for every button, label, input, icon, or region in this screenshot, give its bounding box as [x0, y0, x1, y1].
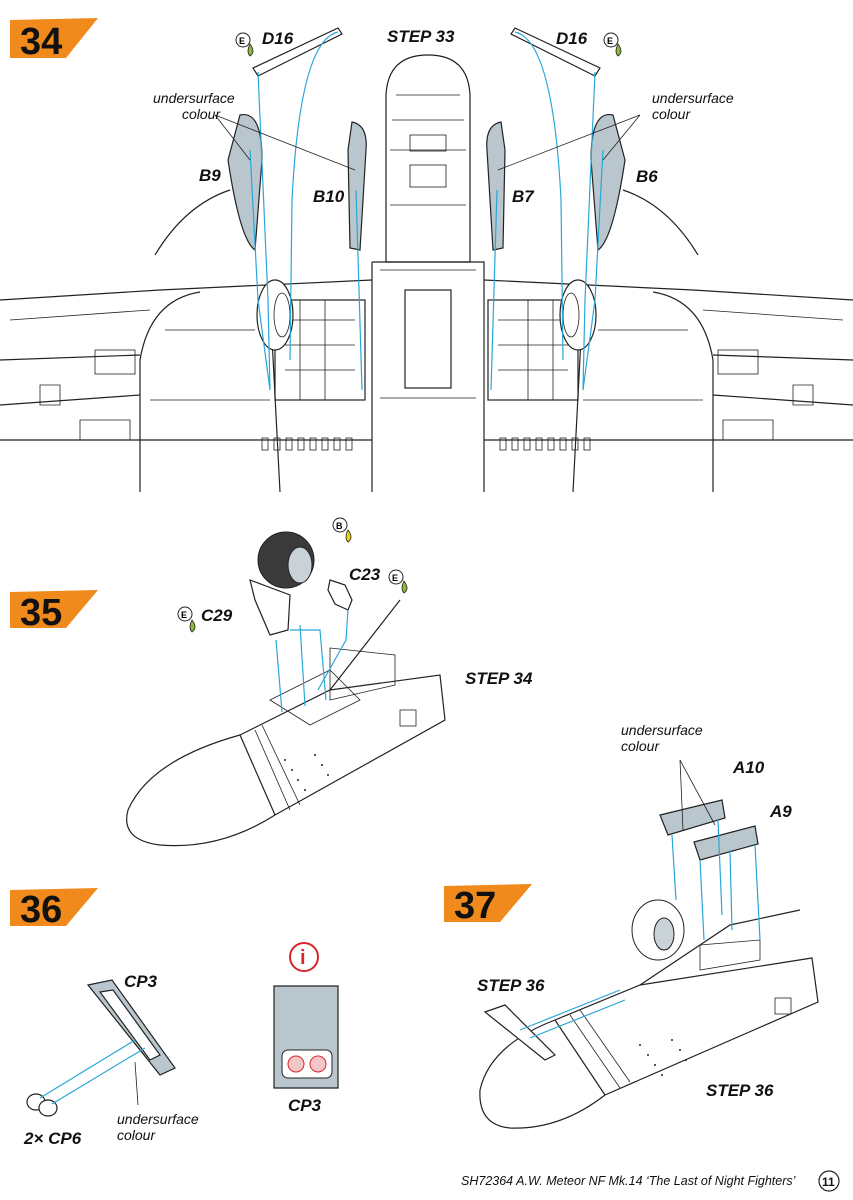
page-number: 11 [822, 1175, 835, 1189]
step-34-guide-lines [249, 31, 604, 391]
paint-marker-b: B [332, 517, 352, 543]
nose-leg-c29 [249, 579, 291, 636]
label-b9: B9 [199, 166, 221, 185]
footer-text: SH72364 A.W. Meteor NF Mk.14 ‘The Last o… [461, 1174, 796, 1188]
label-colour-left: colour [182, 106, 221, 122]
label-d16-left: D16 [262, 29, 294, 48]
label-b10: B10 [313, 187, 345, 206]
label-b6: B6 [636, 167, 658, 186]
label-colour-37: colour [621, 738, 660, 754]
step-35-number: 35 [20, 592, 62, 634]
label-b7: B7 [512, 187, 535, 206]
label-cp6: 2× CP6 [23, 1129, 82, 1148]
svg-text:E: E [607, 36, 613, 46]
label-step-36-left: STEP 36 [477, 976, 545, 995]
nose-wheel-hub [287, 546, 313, 584]
label-c23: C23 [349, 565, 381, 584]
step-34-number: 34 [20, 21, 62, 63]
part-step36-door [483, 1004, 557, 1061]
step-37-badge [444, 884, 532, 922]
leader-left [214, 114, 356, 171]
step-37-guide-lines [519, 819, 761, 1039]
footer: SH72364 A.W. Meteor NF Mk.14 ‘The Last o… [461, 1170, 840, 1192]
label-step-36-right: STEP 36 [706, 1081, 774, 1100]
step-37-number: 37 [454, 885, 496, 927]
step-34: 34 [0, 18, 853, 493]
label-undersurface-right: undersurface [652, 90, 734, 106]
label-colour-36: colour [117, 1127, 156, 1143]
step-36-badge [10, 888, 98, 926]
part-d16-left [252, 27, 343, 77]
label-undersurface-left: undersurface [153, 90, 235, 106]
part-a10 [659, 799, 726, 836]
part-b10 [347, 121, 367, 251]
page-number-circle [818, 1170, 840, 1192]
leader-37 [679, 759, 716, 831]
svg-text:B: B [336, 521, 343, 531]
part-b9 [227, 113, 263, 252]
label-a9: A9 [769, 802, 792, 821]
nose-section-drawing [126, 599, 446, 847]
step-34-badge [10, 18, 98, 58]
nose-wheel-hub-37 [653, 917, 675, 951]
info-icon [289, 942, 319, 972]
label-cp3-bottom: CP3 [288, 1096, 322, 1115]
step-36-number: 36 [20, 889, 62, 931]
aircraft-underside-drawing [0, 54, 853, 493]
cp3-light-right [309, 1055, 327, 1073]
label-d16-right: D16 [556, 29, 588, 48]
step-36: 36 i CP3 CP3 2× CP6 undersurface colour [10, 888, 339, 1148]
svg-text:E: E [181, 610, 187, 620]
paint-marker-e-c23: E [388, 569, 408, 594]
part-a9 [693, 825, 759, 861]
part-c23 [327, 579, 353, 611]
paint-marker-e-c29: E [177, 606, 196, 633]
paint-marker-e-left: E [235, 32, 254, 57]
step-35: 35 B [10, 517, 533, 847]
part-b7 [486, 121, 506, 251]
svg-text:E: E [239, 36, 245, 46]
part-cp3-inner [98, 989, 161, 1061]
svg-text:E: E [392, 573, 398, 583]
label-a10: A10 [732, 758, 765, 777]
label-step-33: STEP 33 [387, 27, 455, 46]
step-36-guide-lines [39, 1039, 146, 1105]
label-undersurface-37: undersurface [621, 722, 703, 738]
leader-right [497, 114, 641, 171]
svg-text:i: i [300, 947, 306, 969]
label-colour-right: colour [652, 106, 691, 122]
cp3-light-left [287, 1055, 305, 1073]
paint-marker-e-right: E [603, 32, 622, 57]
part-b6 [590, 113, 626, 252]
label-undersurface-36: undersurface [117, 1111, 199, 1127]
label-c29: C29 [201, 606, 233, 625]
label-cp3-top: CP3 [124, 972, 158, 991]
label-step-34: STEP 34 [465, 669, 533, 688]
step-35-guide-lines [275, 609, 349, 713]
step-35-badge [10, 590, 98, 628]
step-37: 37 undersurf [444, 722, 819, 1129]
nose-section-37-drawing [479, 909, 819, 1129]
leader-cp3 [134, 1061, 139, 1106]
